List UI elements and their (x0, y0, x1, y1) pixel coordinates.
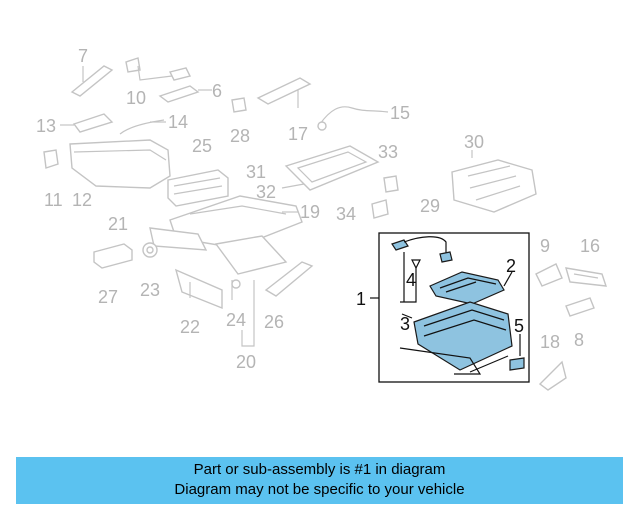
leader-3 (401, 313, 413, 319)
part-21 (149, 227, 208, 251)
callout-7: 7 (78, 46, 88, 66)
callout-27: 27 (98, 287, 118, 307)
callout-31: 31 (246, 162, 266, 182)
callout-11: 11 (44, 190, 63, 210)
callout-13: 13 (36, 116, 56, 136)
callout-15: 15 (390, 103, 410, 123)
part-30 (451, 150, 537, 213)
callout-17: 17 (288, 124, 308, 144)
callout-22: 22 (180, 317, 200, 337)
part-25 (167, 169, 229, 207)
bracket-4 (400, 252, 417, 303)
part-13 (60, 113, 114, 133)
part-32 (281, 183, 305, 189)
leader-2 (503, 271, 513, 287)
bracket-20 (241, 280, 255, 347)
part-12 (69, 139, 171, 189)
callout-18: 18 (540, 332, 560, 352)
callout-4[interactable]: 4 (406, 270, 416, 290)
part-18 (538, 360, 567, 391)
callout-10: 10 (126, 88, 146, 108)
callout-24: 24 (226, 310, 246, 330)
part-10 (125, 57, 192, 81)
part-7 (70, 65, 114, 97)
part-33 (383, 175, 399, 193)
callout-26: 26 (264, 312, 284, 332)
footer-banner: Part or sub-assembly is #1 in diagram Di… (16, 457, 623, 504)
callout-32: 32 (256, 182, 276, 202)
callout-12: 12 (72, 190, 92, 210)
part-26 (264, 261, 314, 297)
callout-30: 30 (464, 132, 484, 152)
part-28 (231, 97, 247, 113)
callout-29: 29 (420, 196, 440, 216)
callout-5[interactable]: 5 (514, 316, 524, 336)
part-8 (565, 297, 595, 317)
callout-14: 14 (168, 112, 188, 132)
callout-20: 20 (236, 352, 256, 372)
part-31 (284, 145, 380, 191)
callout-25: 25 (192, 136, 212, 156)
callout-1[interactable]: 1 (356, 289, 366, 309)
callout-6: 6 (212, 81, 222, 101)
part-16 (565, 267, 608, 287)
part-11 (43, 149, 59, 169)
footer-line-1: Part or sub-assembly is #1 in diagram (193, 461, 446, 478)
part-2-rail[interactable] (429, 271, 505, 305)
part-6 (158, 85, 212, 103)
part-15 (317, 106, 389, 131)
callout-23: 23 (140, 280, 160, 300)
callout-8: 8 (574, 330, 584, 350)
footer-line-2: Diagram may not be specific to your vehi… (174, 481, 465, 498)
part-17 (256, 77, 312, 108)
part-23 (142, 242, 158, 258)
callout-34: 34 (336, 204, 356, 224)
part-24 (214, 235, 288, 300)
part-22 (174, 268, 223, 310)
callout-19: 19 (300, 202, 320, 222)
callout-16: 16 (580, 236, 600, 256)
assembly-box (378, 232, 530, 383)
parts-diagram: 7 10 6 13 14 28 17 15 30 25 31 33 11 12 … (36, 46, 608, 391)
callout-21: 21 (108, 214, 128, 234)
part-34 (371, 199, 389, 219)
part-27 (93, 243, 133, 269)
callout-3[interactable]: 3 (400, 314, 410, 334)
part-14 (119, 119, 166, 135)
arrow-4 (411, 259, 421, 270)
part-3-track[interactable] (399, 301, 513, 375)
part-4-harness[interactable] (391, 236, 453, 263)
part-9 (535, 263, 563, 287)
callout-33: 33 (378, 142, 398, 162)
callout-9: 9 (540, 236, 550, 256)
callout-2[interactable]: 2 (506, 256, 516, 276)
part-5-motor[interactable] (509, 357, 525, 371)
callout-28: 28 (230, 126, 250, 146)
